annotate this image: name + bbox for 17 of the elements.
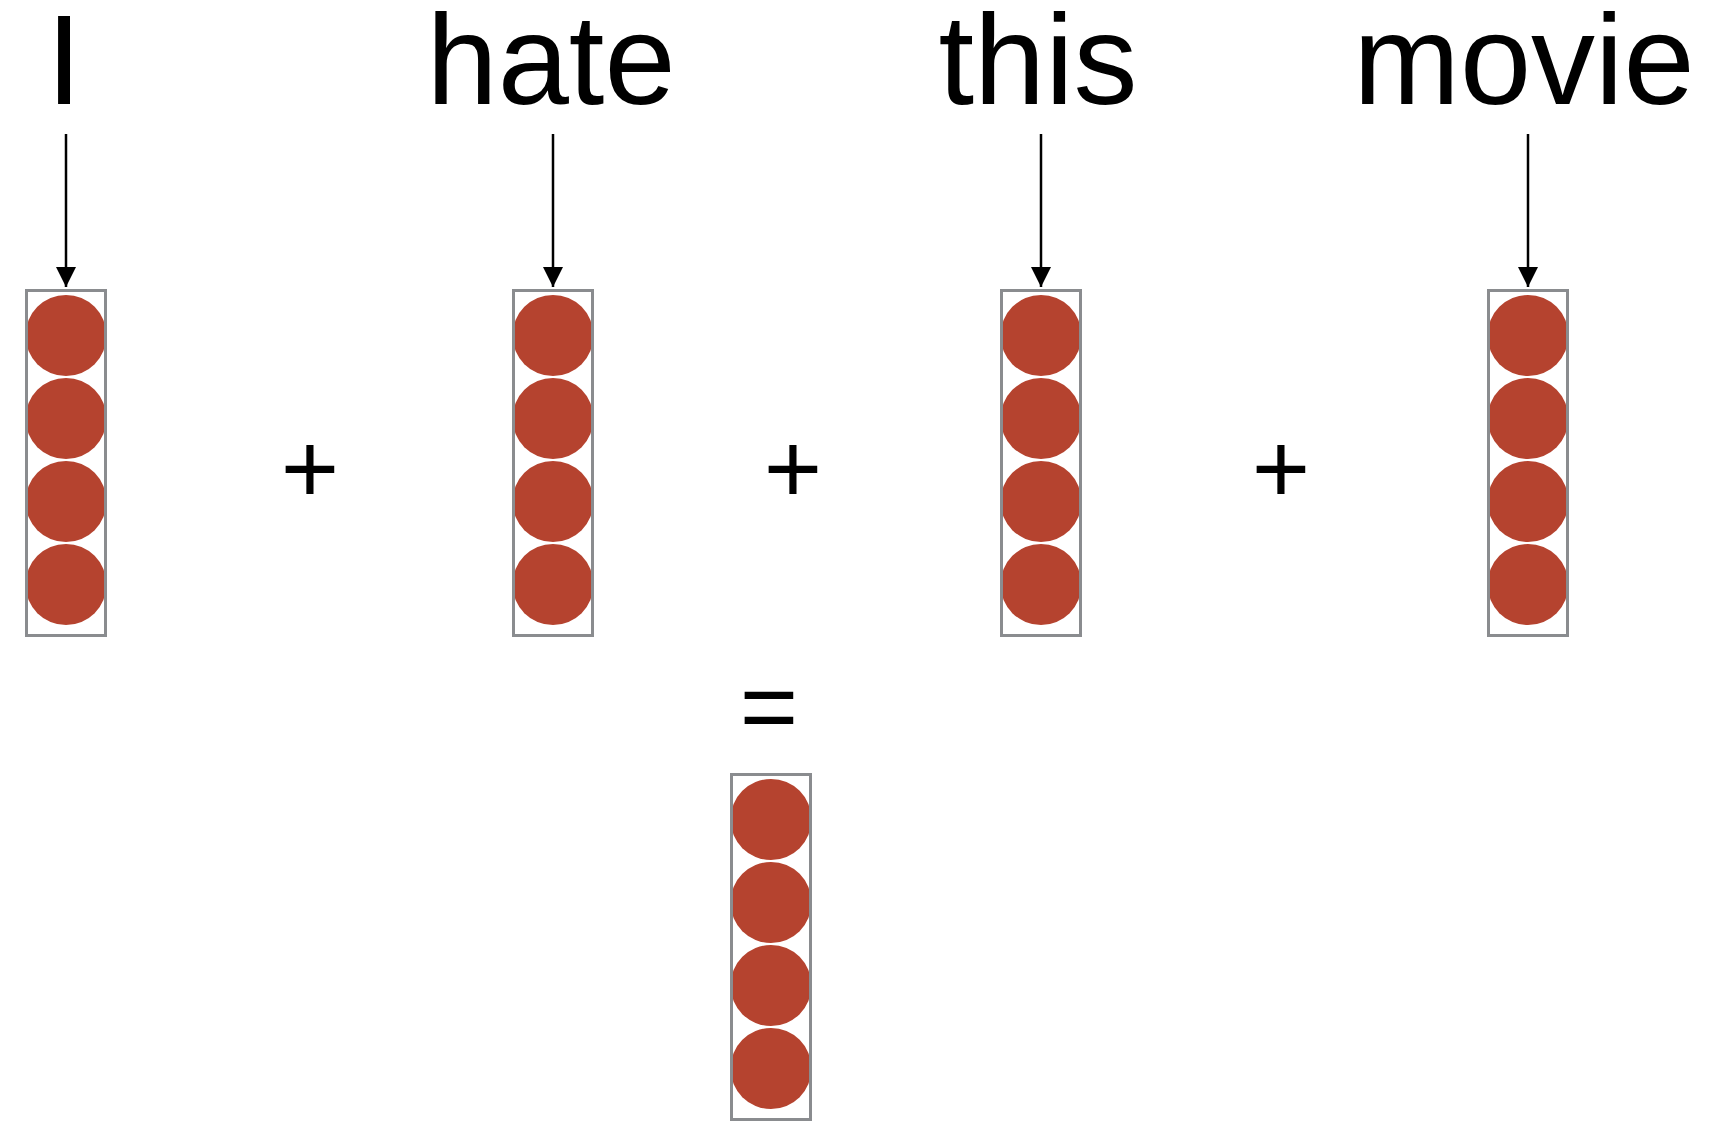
vector-drawing [730, 773, 812, 1121]
arrow [56, 134, 76, 287]
operator-symbol: = [739, 656, 799, 756]
word: I [46, 0, 82, 120]
vector-drawing [1000, 289, 1082, 637]
vector-drawing [25, 289, 107, 637]
word: movie [1353, 0, 1695, 120]
vector-drawing [512, 289, 594, 637]
word: this [938, 0, 1138, 120]
arrow [1518, 134, 1538, 287]
operator-symbol: + [1251, 418, 1311, 518]
arrow [543, 134, 563, 287]
vector-drawing [1487, 289, 1569, 637]
operator-symbol: + [280, 418, 340, 518]
operator-symbol: + [763, 418, 823, 518]
arrow [1031, 134, 1051, 287]
word: hate [426, 0, 676, 120]
